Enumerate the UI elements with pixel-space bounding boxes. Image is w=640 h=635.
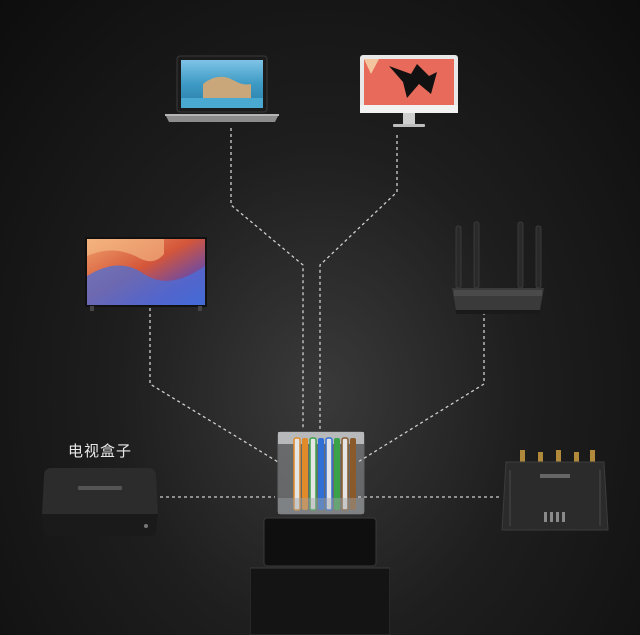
line-monitor bbox=[320, 135, 397, 430]
router-icon bbox=[446, 220, 550, 316]
rj45-connector-icon bbox=[250, 428, 390, 635]
tv-box-label: 电视盒子 bbox=[68, 440, 132, 461]
laptop-icon bbox=[163, 54, 281, 126]
tv-box-icon bbox=[38, 466, 162, 540]
tv-icon bbox=[84, 236, 208, 312]
line-laptop bbox=[231, 128, 303, 430]
industrial-gateway-icon bbox=[500, 448, 612, 540]
monitor-icon bbox=[359, 54, 459, 134]
